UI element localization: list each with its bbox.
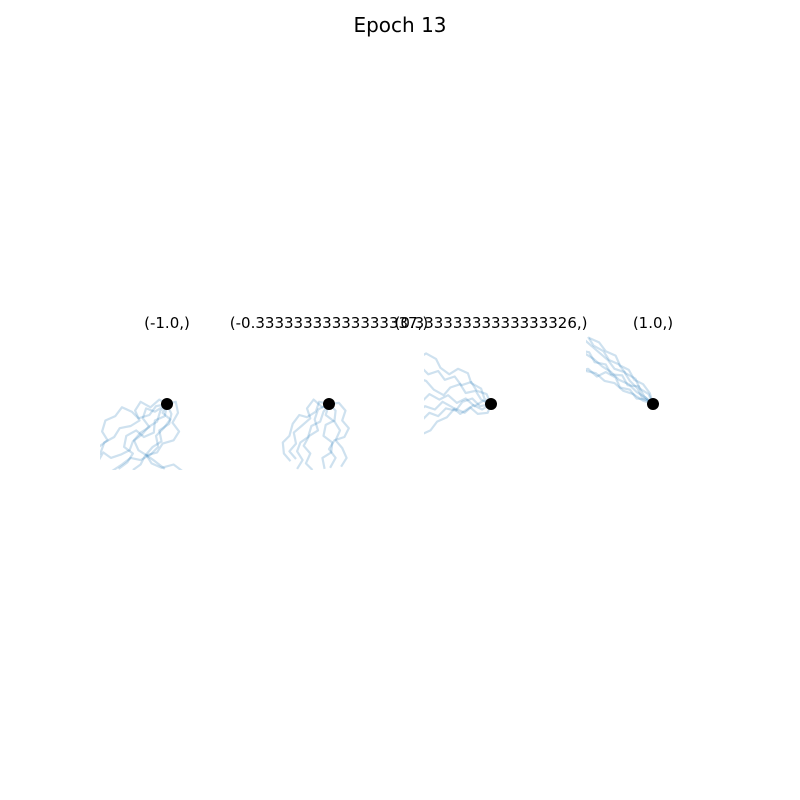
trajectory-line: [296, 403, 330, 470]
trajectory-line: [132, 403, 168, 470]
panel-title-2: (-0.33333333333333337,): [229, 314, 429, 332]
trajectory-line: [587, 336, 655, 405]
trajectory-line: [586, 339, 654, 405]
trajectory-line: [327, 401, 350, 469]
trajectory-line: [100, 402, 168, 448]
panel-title-1: (-1.0,): [144, 314, 190, 332]
trajectory-line: [281, 400, 330, 462]
trajectory-line: [424, 403, 492, 435]
trajectory-line: [145, 403, 183, 470]
trajectory-line: [424, 379, 492, 406]
trajectory-panel-2: [281, 398, 350, 470]
trajectory-line: [100, 403, 168, 461]
trajectory-line: [288, 398, 330, 460]
trajectory-line: [424, 368, 493, 405]
trajectory-line: [100, 398, 168, 455]
trajectory-line: [588, 336, 655, 405]
trajectory-line: [324, 403, 348, 468]
endpoint-marker: [485, 398, 497, 410]
trajectory-panel-1: [100, 398, 183, 470]
endpoint-marker: [323, 398, 335, 410]
trajectory-line: [132, 400, 181, 470]
trajectory-line: [424, 400, 493, 415]
trajectory-line: [424, 397, 492, 420]
trajectory-line: [586, 367, 654, 405]
trajectory-line: [586, 352, 654, 405]
trajectory-line: [424, 352, 492, 405]
endpoint-marker: [161, 398, 173, 410]
endpoint-marker: [647, 398, 659, 410]
panel-title-3: (0.33333333333333326,): [394, 314, 588, 332]
trajectory-line: [424, 393, 492, 408]
trajectory-line: [117, 403, 169, 470]
trajectory-line: [111, 403, 172, 470]
figure-title: Epoch 13: [353, 13, 447, 37]
trajectory-panel-3: [424, 352, 497, 435]
panel-title-4: (1.0,): [632, 314, 674, 332]
trajectory-line: [586, 369, 654, 406]
trajectory-line: [321, 403, 337, 470]
trajectory-line: [302, 403, 330, 470]
trajectory-line: [586, 350, 654, 405]
trajectory-panel-4: [586, 336, 659, 410]
